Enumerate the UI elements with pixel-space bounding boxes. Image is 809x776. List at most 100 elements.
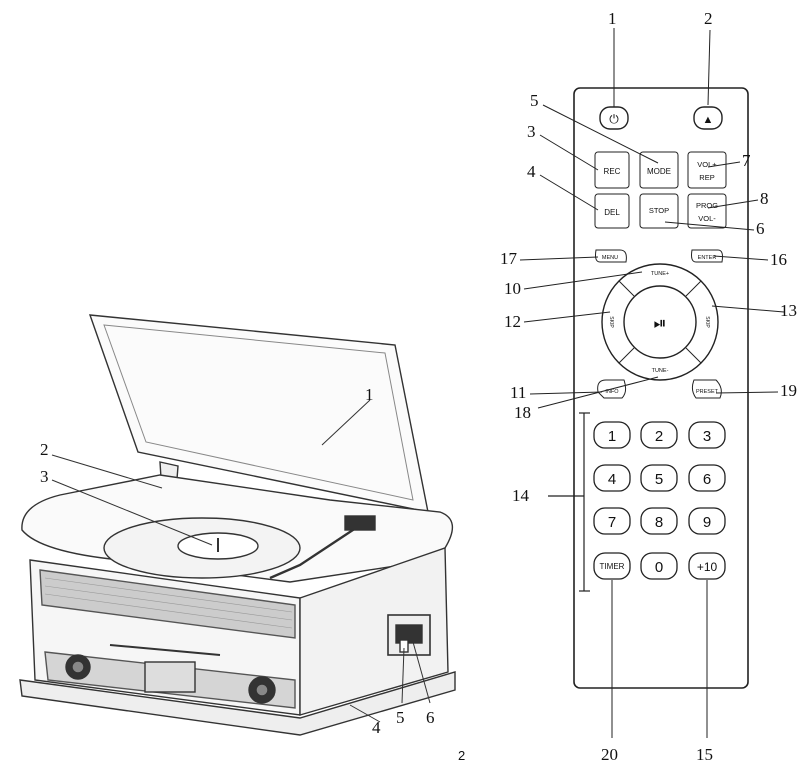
tune-up-label: TUNE+ bbox=[651, 271, 669, 277]
skip-forward-label: SKIP bbox=[704, 316, 710, 328]
dpad-down-button[interactable]: TUNE- bbox=[652, 368, 669, 374]
rc-callout-14: 14 bbox=[512, 486, 530, 505]
timer-button[interactable]: TIMER bbox=[593, 552, 631, 580]
digit-label-4: 4 bbox=[608, 471, 616, 488]
rec-button[interactable]: REC bbox=[594, 151, 630, 189]
rc-callout-2: 2 bbox=[704, 9, 713, 28]
enter-label: ENTER bbox=[698, 255, 717, 261]
tt-callout-2: 2 bbox=[40, 440, 49, 459]
tune-down-label: TUNE- bbox=[652, 368, 669, 374]
eject-icon: ▲ bbox=[703, 114, 714, 126]
digit-button-6[interactable]: 6 bbox=[688, 464, 726, 492]
numpad: 1 2 3 4 5 6 7 8 9 TIMER 0 +10 bbox=[593, 421, 726, 580]
rc-callout-1: 1 bbox=[608, 9, 617, 28]
menu-label: MENU bbox=[602, 255, 618, 261]
tt-callout-1: 1 bbox=[365, 385, 374, 404]
remote-callouts: 1 2 3 4 5 6 7 8 10 11 12 13 14 15 16 17 … bbox=[500, 9, 797, 764]
timer-label: TIMER bbox=[600, 562, 625, 571]
digit-label-6: 6 bbox=[703, 471, 711, 488]
tonearm bbox=[269, 520, 366, 580]
digit-button-1[interactable]: 1 bbox=[593, 421, 631, 449]
rc-callout-13: 13 bbox=[780, 301, 797, 320]
turntable-illustration bbox=[19, 314, 456, 736]
digit-label-9: 9 bbox=[703, 514, 711, 531]
enter-button[interactable]: ENTER bbox=[691, 249, 723, 263]
rc-callout-19: 19 bbox=[780, 381, 797, 400]
play-pause-button[interactable]: ⏯ bbox=[654, 315, 667, 332]
eject-button[interactable]: ▲ bbox=[693, 106, 723, 130]
play-pause-icon: ⏯ bbox=[654, 315, 667, 332]
cabinet-side bbox=[299, 547, 449, 716]
rc-callout-15: 15 bbox=[696, 745, 713, 764]
page-number: 2 bbox=[458, 748, 466, 763]
digit-label-0: 0 bbox=[655, 559, 663, 576]
rc-callout-8: 8 bbox=[760, 189, 769, 208]
turntable-callouts: 1 2 3 4 5 6 bbox=[40, 385, 435, 737]
dpad-up-button[interactable]: TUNE+ bbox=[651, 271, 669, 277]
digit-label-5: 5 bbox=[655, 471, 663, 488]
stop-button[interactable]: STOP bbox=[639, 193, 679, 229]
digit-label-2: 2 bbox=[655, 428, 663, 445]
rc-callout-5: 5 bbox=[530, 91, 539, 110]
numpad-bracket bbox=[548, 412, 590, 592]
rc-callout-12: 12 bbox=[504, 312, 521, 331]
tt-callout-4: 4 bbox=[372, 718, 381, 737]
digit-label-1: 1 bbox=[608, 428, 616, 445]
digit-button-0[interactable]: 0 bbox=[640, 552, 678, 580]
rc-callout-18: 18 bbox=[514, 403, 531, 422]
mode-button[interactable]: MODE bbox=[639, 151, 679, 189]
digit-label-7: 7 bbox=[608, 514, 616, 531]
dpad-left-button[interactable]: SKIP bbox=[608, 316, 614, 328]
rc-callout-20: 20 bbox=[601, 745, 618, 764]
tt-callout-3: 3 bbox=[40, 467, 49, 486]
del-button[interactable]: DEL bbox=[594, 193, 630, 229]
digit-button-9[interactable]: 9 bbox=[688, 507, 726, 535]
digit-button-5[interactable]: 5 bbox=[640, 464, 678, 492]
power-icon: ⏻ bbox=[609, 112, 619, 126]
stop-label: STOP bbox=[649, 206, 669, 215]
digit-button-3[interactable]: 3 bbox=[688, 421, 726, 449]
rc-callout-17: 17 bbox=[500, 249, 518, 268]
dpad bbox=[601, 263, 719, 381]
preset-button[interactable]: PRESET bbox=[691, 379, 722, 399]
prog-label: PROG bbox=[696, 201, 718, 210]
rc-callout-6: 6 bbox=[756, 219, 765, 238]
remote-body bbox=[573, 87, 749, 689]
remote-leaders bbox=[519, 28, 785, 738]
power-button[interactable]: ⏻ bbox=[599, 106, 629, 130]
rec-label: REC bbox=[604, 167, 621, 176]
cd-slot bbox=[109, 644, 221, 656]
mode-label: MODE bbox=[647, 167, 671, 176]
digit-label-8: 8 bbox=[655, 514, 663, 531]
rc-callout-10: 10 bbox=[504, 279, 521, 298]
cabinet-base bbox=[19, 671, 456, 736]
plus10-button[interactable]: +10 bbox=[688, 552, 726, 580]
speaker-grille bbox=[39, 569, 296, 639]
digit-button-7[interactable]: 7 bbox=[593, 507, 631, 535]
plus10-label: +10 bbox=[697, 560, 718, 574]
skip-back-label: SKIP bbox=[608, 316, 614, 328]
digit-label-3: 3 bbox=[703, 428, 711, 445]
menu-button[interactable]: MENU bbox=[595, 249, 627, 263]
info-label: INFO bbox=[605, 389, 619, 395]
del-label: DEL bbox=[604, 208, 620, 217]
display-window bbox=[144, 661, 196, 693]
vol-up-rep-button[interactable]: VOL+ REP bbox=[687, 151, 727, 189]
vol-down-label: VOL- bbox=[698, 214, 716, 223]
digit-button-4[interactable]: 4 bbox=[593, 464, 631, 492]
tt-callout-5: 5 bbox=[396, 708, 405, 727]
rc-callout-11: 11 bbox=[510, 383, 526, 402]
digit-button-2[interactable]: 2 bbox=[640, 421, 678, 449]
preset-label: PRESET bbox=[696, 389, 719, 395]
dpad-right-button[interactable]: SKIP bbox=[704, 316, 710, 328]
tt-callout-6: 6 bbox=[426, 708, 435, 727]
rep-label: REP bbox=[699, 173, 714, 182]
turntable-leaders bbox=[51, 399, 431, 723]
vol-up-label: VOL+ bbox=[697, 160, 717, 169]
rc-callout-3: 3 bbox=[527, 122, 536, 141]
rc-callout-7: 7 bbox=[742, 151, 751, 170]
rc-callout-4: 4 bbox=[527, 162, 536, 181]
prog-vol-down-button[interactable]: PROG VOL- bbox=[687, 193, 727, 229]
digit-button-8[interactable]: 8 bbox=[640, 507, 678, 535]
